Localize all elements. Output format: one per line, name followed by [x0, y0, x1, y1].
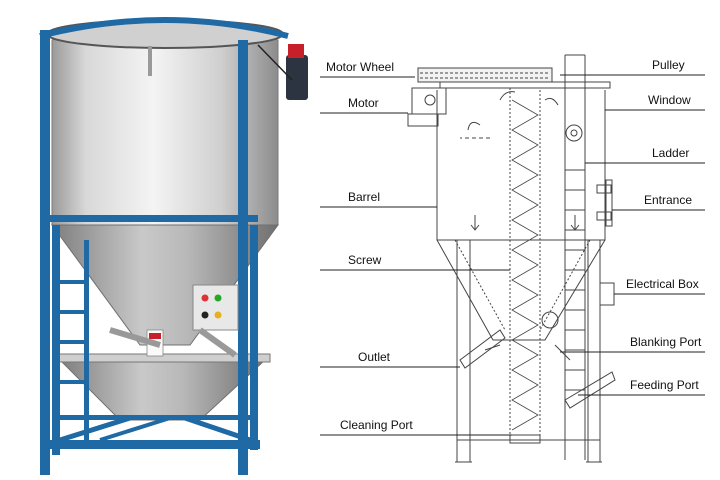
- motor-cap: [288, 44, 304, 58]
- barrel-cone: [51, 224, 279, 346]
- leader-lines: [320, 74, 705, 436]
- label-motor-wheel: Motor Wheel: [326, 60, 395, 74]
- label-blanking-port: Blanking Port: [630, 335, 702, 349]
- technical-drawing: [407, 54, 616, 463]
- label-outlet: Outlet: [358, 350, 391, 364]
- label-cleaning-port: Cleaning Port: [340, 418, 413, 432]
- window-drawing: [565, 124, 583, 142]
- label-feeding-port: Feeding Port: [630, 378, 699, 392]
- frame-post-left: [40, 30, 50, 475]
- motor-housing: [286, 55, 308, 100]
- pulley-plate: [417, 67, 553, 83]
- screw-tube: [509, 87, 541, 444]
- frame-post-mid-left: [52, 225, 60, 455]
- label-electrical-box: Electrical Box: [626, 277, 699, 291]
- electrical-box-drawing: [599, 282, 615, 306]
- label-window: Window: [648, 93, 691, 107]
- frame-post-right: [250, 225, 258, 450]
- electrical-box: [192, 284, 239, 331]
- label-entrance: Entrance: [644, 193, 693, 207]
- label-pulley: Pulley: [652, 58, 685, 72]
- label-screw: Screw: [348, 253, 382, 267]
- label-ladder: Ladder: [652, 146, 690, 160]
- barrel-outline: [436, 90, 606, 341]
- lower-bowl: [58, 359, 267, 421]
- motor-drawing: [411, 87, 447, 115]
- label-barrel: Barrel: [348, 190, 381, 204]
- frame-post-mid: [238, 40, 248, 475]
- label-motor: Motor: [348, 96, 379, 110]
